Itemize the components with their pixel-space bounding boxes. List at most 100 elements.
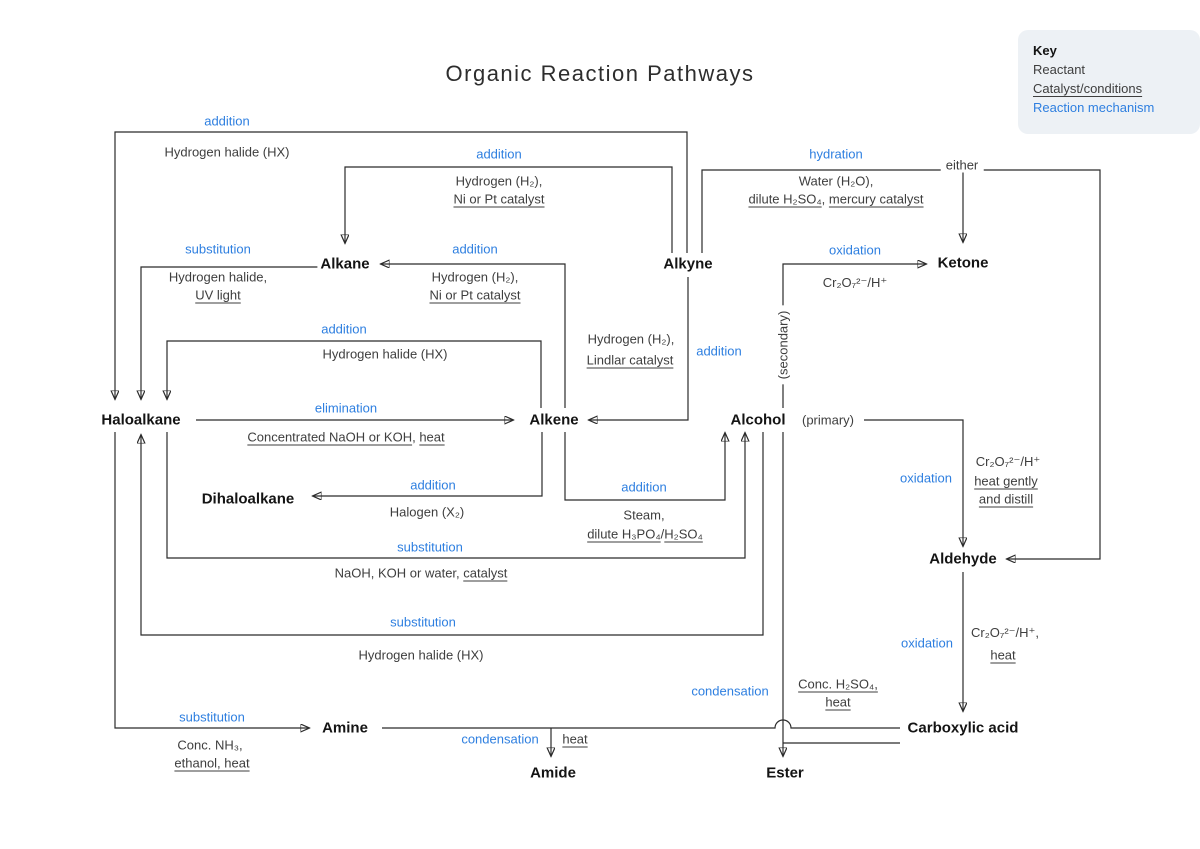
legend-key-box: Key Reactant Catalyst/conditions Reactio…	[1018, 30, 1200, 134]
cat-heat-amide: heat	[562, 732, 587, 747]
node-alkane: Alkane	[317, 255, 373, 273]
node-haloalkane: Haloalkane	[98, 411, 184, 429]
edge-alkene-to-dihaloalkane-halogen	[314, 432, 543, 496]
edge-alkyne-to-alkene-lindlar	[590, 277, 689, 420]
mech-condensation-ester-seg: condensation	[691, 683, 769, 699]
reactant-h2-alkene: Hydrogen (H₂),	[432, 270, 519, 285]
cat-h2so4-mercury-seg: ,	[821, 191, 829, 207]
reactant-hx-alkene: Hydrogen halide (HX)	[322, 347, 447, 362]
mech-elimination-seg: elimination	[314, 400, 378, 416]
reactant-hx-alcohol-seg: Hydrogen halide (HX)	[358, 647, 484, 663]
edge-alkyne-to-haloalkane-hx-addition	[115, 131, 688, 398]
mech-oxidation-carboxylic: oxidation	[901, 636, 953, 651]
reactant-dichromate-carboxylic-seg: Cr₂O₇²⁻/H⁺,	[970, 625, 1040, 640]
reactant-h2-alkene-seg: Hydrogen (H₂),	[431, 269, 519, 285]
edge-primary-alcohol-to-aldehyde-oxidation	[864, 419, 963, 545]
reactant-water-seg: Water (H₂O),	[798, 173, 874, 189]
note-either-seg: either	[945, 157, 979, 173]
edge-alkene-to-alcohol-steam	[564, 432, 725, 501]
cat-conc-naoh-koh-heat-seg: heat	[419, 429, 445, 445]
cat-h2so4-mercury-seg: dilute H₂SO₄	[748, 191, 822, 207]
cat-ni-pt-top: Ni or Pt catalyst	[453, 192, 544, 207]
node-alkyne: Alkyne	[660, 255, 716, 273]
mech-addition-hx-alkene: addition	[321, 322, 367, 337]
cat-h2so4-mercury-seg: mercury catalyst	[828, 191, 924, 207]
mech-substitution-hx-alcohol-seg: substitution	[390, 614, 456, 630]
reactant-h2-lindlar: Hydrogen (H₂),	[588, 332, 675, 347]
reactant-hx-alkene-seg: Hydrogen halide (HX)	[322, 346, 448, 362]
cat-ethanol-heat-seg: ethanol, heat	[174, 755, 250, 771]
cat-h3po4-h2so4-seg: /	[660, 526, 665, 542]
node-carboxylic-acid: Carboxylic acid	[904, 719, 1022, 737]
page-title: Organic Reaction Pathways	[445, 61, 755, 86]
key-mechanism-label: Reaction mechanism	[1033, 100, 1155, 115]
mech-oxidation-ketone: oxidation	[829, 243, 881, 258]
mech-oxidation-ketone-seg: oxidation	[828, 242, 882, 258]
mech-oxidation-aldehyde-seg: oxidation	[899, 470, 953, 486]
reactant-hx-alcohol: Hydrogen halide (HX)	[358, 648, 483, 663]
cat-heat-carboxylic-seg: heat	[990, 647, 1016, 663]
edge-amine-to-carboxylic-acid	[382, 719, 900, 729]
node-ketone: Ketone	[934, 254, 992, 272]
edge-alkene-to-alkane-h2-addition	[382, 264, 566, 408]
node-alcohol: Alcohol	[727, 411, 789, 429]
cat-heat-carboxylic: heat	[990, 648, 1015, 663]
mech-oxidation-aldehyde: oxidation	[900, 471, 952, 486]
cat-and-distill-seg: and distill	[978, 491, 1034, 507]
mech-addition-steam: addition	[621, 480, 667, 495]
edge-alkyne-hydration-either-to-aldehyde	[701, 169, 1101, 559]
mech-addition-h2-alkene: addition	[452, 242, 498, 257]
note-secondary-seg: (secondary)	[775, 310, 791, 380]
mech-addition-steam-seg: addition	[621, 479, 667, 495]
mech-addition-h2-top: addition	[476, 147, 522, 162]
node-amine: Amine	[319, 719, 371, 737]
note-primary-seg: (primary)	[802, 412, 854, 428]
node-alkene: Alkene	[526, 411, 582, 429]
mech-substitution-naoh-seg: substitution	[397, 539, 463, 555]
edge-alcohol-to-haloalkane-hx-substitution	[141, 432, 764, 636]
mech-substitution-amine: substitution	[179, 710, 245, 725]
reactant-hx-uv-seg: Hydrogen halide,	[168, 269, 268, 285]
cat-conc-naoh-koh-heat-seg: ,	[412, 429, 420, 445]
mech-condensation-amide-seg: condensation	[461, 731, 539, 747]
reactant-dichromate-aldehyde-seg: Cr₂O₇²⁻/H⁺	[975, 454, 1041, 469]
reactant-h2-lindlar-seg: Hydrogen (H₂),	[587, 331, 675, 347]
cat-lindlar-seg: Lindlar catalyst	[586, 352, 674, 368]
mech-elimination: elimination	[315, 401, 377, 416]
key-heading: Key	[1033, 43, 1057, 58]
node-ester: Ester	[763, 764, 807, 782]
reactant-h2-top: Hydrogen (H₂),	[456, 174, 543, 189]
edge-haloalkane-to-amine	[114, 432, 308, 728]
cat-heat-gently-seg: heat gently	[974, 473, 1038, 489]
cat-lindlar: Lindlar catalyst	[587, 353, 674, 368]
reactant-h2-top-seg: Hydrogen (H₂),	[455, 173, 543, 189]
reactant-dichromate-carboxylic: Cr₂O₇²⁻/H⁺,	[971, 625, 1039, 641]
reactant-halogen-seg: Halogen (X₂)	[389, 504, 465, 520]
cat-uv-light: UV light	[195, 288, 241, 303]
mech-substitution-uv: substitution	[185, 242, 251, 257]
cat-h3po4-h2so4: dilute H₃PO₄/H₂SO₄	[587, 527, 703, 542]
cat-h2so4-mercury: dilute H₂SO₄, mercury catalyst	[748, 192, 923, 207]
cat-heat-ester-seg: heat	[825, 694, 851, 710]
mech-addition-halogen: addition	[410, 478, 456, 493]
edge-haloalkane-to-alcohol-naoh	[166, 432, 745, 559]
cat-ni-pt-top-seg: Ni or Pt catalyst	[453, 191, 545, 207]
mech-substitution-uv-seg: substitution	[185, 241, 251, 257]
cat-ni-pt-alkene-seg: Ni or Pt catalyst	[429, 287, 521, 303]
reactant-naoh-koh-water: NaOH, KOH or water, catalyst	[335, 566, 508, 581]
reactant-hx-uv: Hydrogen halide,	[169, 270, 267, 285]
mech-substitution-hx-alcohol: substitution	[390, 615, 456, 630]
reactant-dichromate-ketone: Cr₂O₇²⁻/H⁺	[823, 275, 887, 291]
mech-addition-h2-alkene-seg: addition	[452, 241, 498, 257]
mech-addition-lindlar: addition	[696, 344, 742, 359]
mech-addition-top-seg: addition	[204, 113, 250, 129]
mech-substitution-amine-seg: substitution	[179, 709, 245, 725]
edge-alkene-to-haloalkane-hx-addition	[167, 340, 542, 408]
note-primary: (primary)	[802, 413, 854, 428]
cat-uv-light-seg: UV light	[195, 287, 241, 303]
reactant-hx-top-seg: Hydrogen halide (HX)	[164, 144, 290, 160]
cat-and-distill: and distill	[979, 492, 1033, 507]
